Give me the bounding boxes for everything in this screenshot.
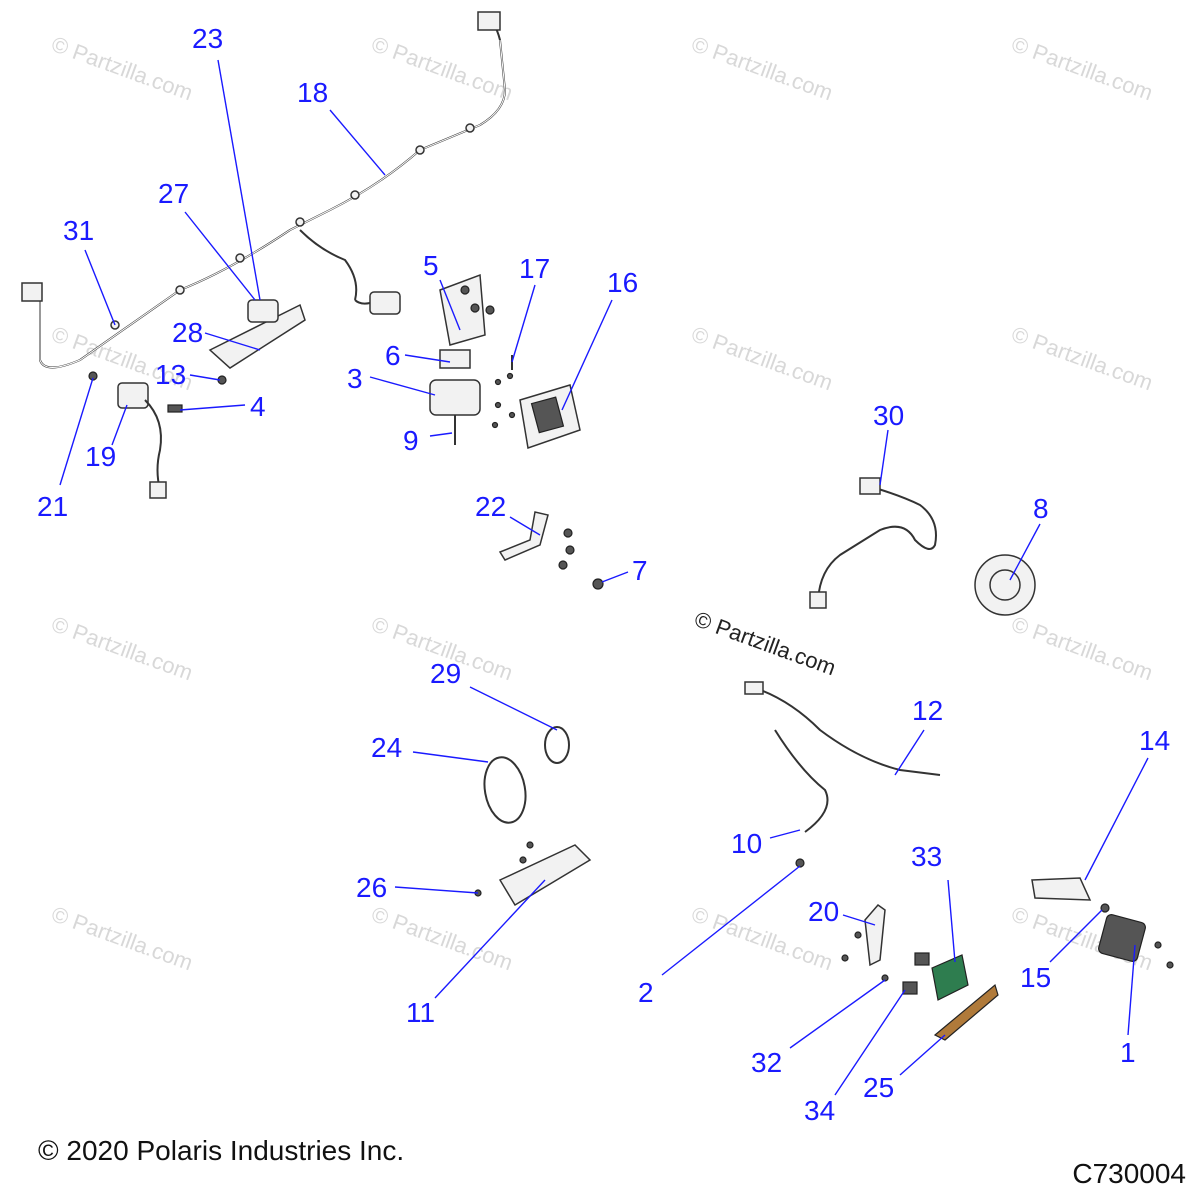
callout-29: 29 (430, 658, 461, 689)
watermark: © Partzilla.com (1008, 31, 1156, 105)
watermark: © Partzilla.com (48, 901, 196, 975)
loop-29 (544, 726, 570, 764)
callout-10: 10 (731, 828, 762, 859)
callout-11: 11 (406, 997, 435, 1028)
watermark: © Partzilla.com (688, 321, 836, 395)
callout-30: 30 (873, 400, 904, 431)
callouts: 23 18 27 31 28 5 17 16 6 3 13 4 9 19 21 … (37, 23, 1170, 1126)
watermark: © Partzilla.com (368, 901, 516, 975)
loop-24 (483, 756, 527, 824)
callout-17: 17 (519, 253, 550, 284)
watermark-main: © Partzilla.com (691, 606, 839, 680)
watermark: © Partzilla.com (1008, 611, 1156, 685)
callout-34: 34 (804, 1095, 835, 1126)
callout-27: 27 (158, 178, 189, 209)
ecu-16 (491, 355, 581, 449)
regulator-assembly (1031, 877, 1174, 969)
callout-26: 26 (356, 872, 387, 903)
sensor-19 (117, 382, 167, 499)
callout-9: 9 (403, 425, 419, 456)
watermark: © Partzilla.com (688, 31, 836, 105)
wires-12-10 (744, 681, 941, 868)
screw-4 (167, 404, 183, 413)
callout-25: 25 (863, 1072, 894, 1103)
callout-24: 24 (371, 732, 402, 763)
relay-bracket (208, 299, 306, 369)
callout-18: 18 (297, 77, 328, 108)
callout-13: 13 (155, 359, 186, 390)
callout-4: 4 (250, 391, 266, 422)
callout-33: 33 (911, 841, 942, 872)
callout-5: 5 (423, 250, 439, 281)
callout-8: 8 (1033, 493, 1049, 524)
callout-22: 22 (475, 491, 506, 522)
watermark: © Partzilla.com (48, 611, 196, 685)
callout-12: 12 (912, 695, 943, 726)
main-harness (21, 11, 507, 369)
copyright-notice: © 2020 Polaris Industries Inc. (38, 1135, 405, 1166)
callout-1: 1 (1120, 1037, 1136, 1068)
watermark: © Partzilla.com (1008, 321, 1156, 395)
bracket-cluster (841, 903, 999, 1041)
drawing-code: C730004 (1072, 1158, 1186, 1189)
callout-2: 2 (638, 977, 654, 1008)
callout-20: 20 (808, 896, 839, 927)
harness-30 (809, 477, 937, 609)
callout-6: 6 (385, 340, 401, 371)
watermark: © Partzilla.com (368, 31, 516, 105)
callout-14: 14 (1139, 725, 1170, 756)
callout-32: 32 (751, 1047, 782, 1078)
callout-19: 19 (85, 441, 116, 472)
callout-21: 21 (37, 491, 68, 522)
callout-7: 7 (632, 555, 648, 586)
callout-3: 3 (347, 363, 363, 394)
callout-31: 31 (63, 215, 94, 246)
watermark-grid: © Partzilla.com © Partzilla.com © Partzi… (48, 31, 1156, 975)
bracket-22 (498, 511, 604, 590)
module-3 (429, 273, 495, 445)
callout-23: 23 (192, 23, 223, 54)
callout-16: 16 (607, 267, 638, 298)
part-8 (974, 554, 1036, 616)
watermark: © Partzilla.com (48, 31, 196, 105)
part-33 (931, 954, 969, 1001)
leader-lines (59, 59, 1149, 1096)
fuse-box-11 (474, 841, 592, 907)
callout-28: 28 (172, 317, 203, 348)
callout-15: 15 (1020, 962, 1051, 993)
